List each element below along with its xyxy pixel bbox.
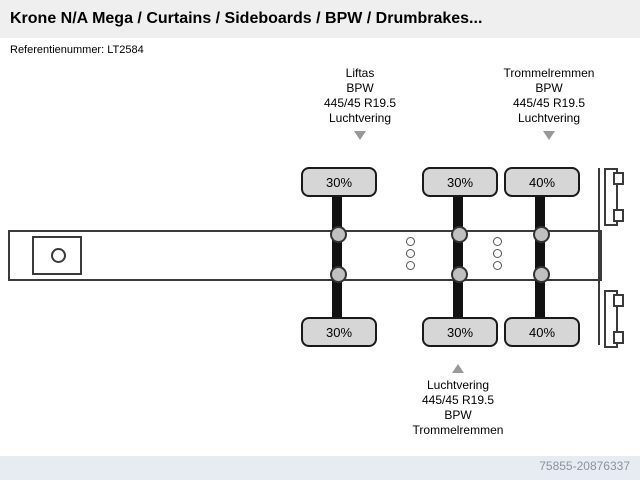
kingpin-plate [32, 236, 82, 275]
frame-hole-icon [406, 249, 415, 258]
suspension-mount-icon [451, 226, 468, 243]
arrow-down-icon [354, 131, 366, 140]
arrow-up-icon [452, 364, 464, 373]
suspension-mount-icon [533, 226, 550, 243]
middle-axle-annotation: Luchtvering 445/45 R19.5 BPW Trommelremm… [388, 364, 528, 438]
tire-3-bottom-load: 40% [504, 317, 580, 347]
axle-2-bar [453, 184, 463, 324]
suspension-mount-icon [451, 266, 468, 283]
annotation-line: Trommelremmen [503, 66, 595, 80]
tire-1-top-load: 30% [301, 167, 377, 197]
tire-2-top-load: 30% [422, 167, 498, 197]
annotation-line: 445/45 R19.5 [323, 96, 397, 110]
frame-hole-icon [493, 237, 502, 246]
axle-1-bar [332, 184, 342, 324]
annotation-line: BPW [444, 408, 472, 422]
tire-2-bottom-load: 30% [422, 317, 498, 347]
annotation-line: BPW [346, 81, 374, 95]
rear-axle-annotation: Trommelremmen BPW 445/45 R19.5 Luchtveri… [479, 66, 619, 140]
annotation-line: BPW [535, 81, 563, 95]
footer-strip [0, 456, 640, 480]
annotation-line: Luchtvering [517, 111, 581, 125]
door-hinge-icon [613, 209, 624, 222]
annotation-line: 445/45 R19.5 [421, 393, 495, 407]
annotation-line: Luchtvering [328, 111, 392, 125]
tire-1-bottom-load: 30% [301, 317, 377, 347]
reference-number: Referentienummer: LT2584 [10, 44, 144, 56]
title-bar: Krone N/A Mega / Curtains / Sideboards /… [0, 0, 640, 38]
door-hinge-icon [613, 172, 624, 185]
frame-hole-icon [406, 261, 415, 270]
annotation-line: Trommelremmen [412, 423, 504, 437]
tire-3-top-load: 40% [504, 167, 580, 197]
frame-hole-icon [406, 237, 415, 246]
door-hinge-icon [613, 331, 624, 344]
suspension-mount-icon [330, 226, 347, 243]
listing-title: Krone N/A Mega / Curtains / Sideboards /… [10, 10, 483, 27]
annotation-line: Luchtvering [426, 378, 490, 392]
arrow-down-icon [543, 131, 555, 140]
door-hinge-icon [613, 294, 624, 307]
suspension-mount-icon [533, 266, 550, 283]
front-axle-annotation: Liftas BPW 445/45 R19.5 Luchtvering [290, 66, 430, 140]
frame-hole-icon [493, 261, 502, 270]
kingpin-icon [51, 248, 66, 263]
annotation-line: Liftas [345, 66, 375, 80]
rear-crossmember [598, 168, 600, 345]
axle-3-bar [535, 184, 545, 324]
chassis-beam [8, 230, 602, 281]
suspension-mount-icon [330, 266, 347, 283]
watermark-id: 75855-20876337 [539, 459, 630, 473]
frame-hole-icon [493, 249, 502, 258]
annotation-line: 445/45 R19.5 [512, 96, 586, 110]
